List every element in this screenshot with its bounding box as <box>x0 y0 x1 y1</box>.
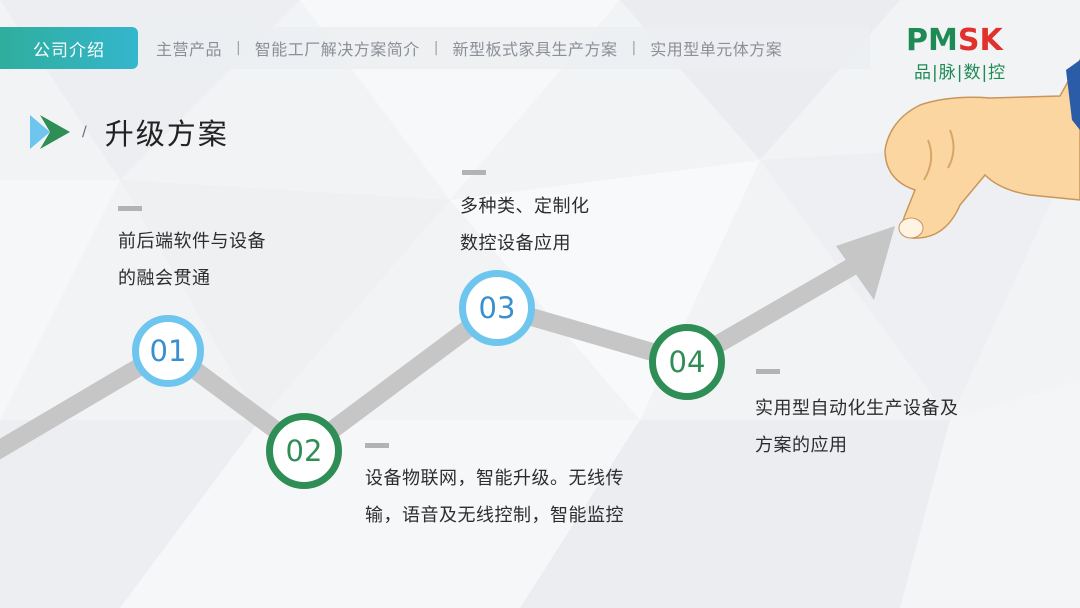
page-title: 升级方案 <box>104 117 229 151</box>
nav-tab-company-intro[interactable]: 公司介绍 <box>0 27 138 69</box>
nav-separator: | <box>236 40 241 56</box>
step-04-description: 实用型自动化生产设备及方案的应用 <box>755 398 959 456</box>
step-02-description: 设备物联网，智能升级。无线传输，语音及无线控制，智能监控 <box>365 468 624 526</box>
logo-subtitle: 品|脉|数|控 <box>914 63 1007 83</box>
step-04-dash <box>756 369 780 374</box>
nav-tab-main-products[interactable]: 主营产品 <box>156 40 223 59</box>
step-01-circle: 01 <box>132 315 204 387</box>
step-02-dash <box>365 443 389 448</box>
play-arrow-icon <box>30 115 70 149</box>
top-nav: 公司介绍 主营产品 | 智能工厂解决方案简介 | 新型板式家具生产方案 | 实用… <box>0 27 870 69</box>
logo-wordmark: PMSK <box>906 23 1003 58</box>
step-04-circle: 04 <box>649 324 725 400</box>
step-02-circle: 02 <box>266 413 342 489</box>
nav-tab-panel-furniture[interactable]: 新型板式家具生产方案 <box>452 40 618 59</box>
pmsk-logo: PMSK 品|脉|数|控 <box>906 26 1042 84</box>
step-01-dash <box>118 206 142 211</box>
nav-separator: | <box>631 40 637 56</box>
nav-separator: | <box>433 40 439 56</box>
step-03-circle: 03 <box>459 270 535 346</box>
nav-tab-smart-factory[interactable]: 智能工厂解决方案简介 <box>254 40 420 59</box>
step-03-dash <box>462 170 486 175</box>
step-01-description: 前后端软件与设备的融会贯通 <box>118 231 266 289</box>
title-slash: / <box>82 124 87 140</box>
nav-tab-unit-solution[interactable]: 实用型单元体方案 <box>650 40 783 59</box>
section-header: / 升级方案 <box>30 112 229 152</box>
step-03-description: 多种类、定制化数控设备应用 <box>460 196 590 254</box>
